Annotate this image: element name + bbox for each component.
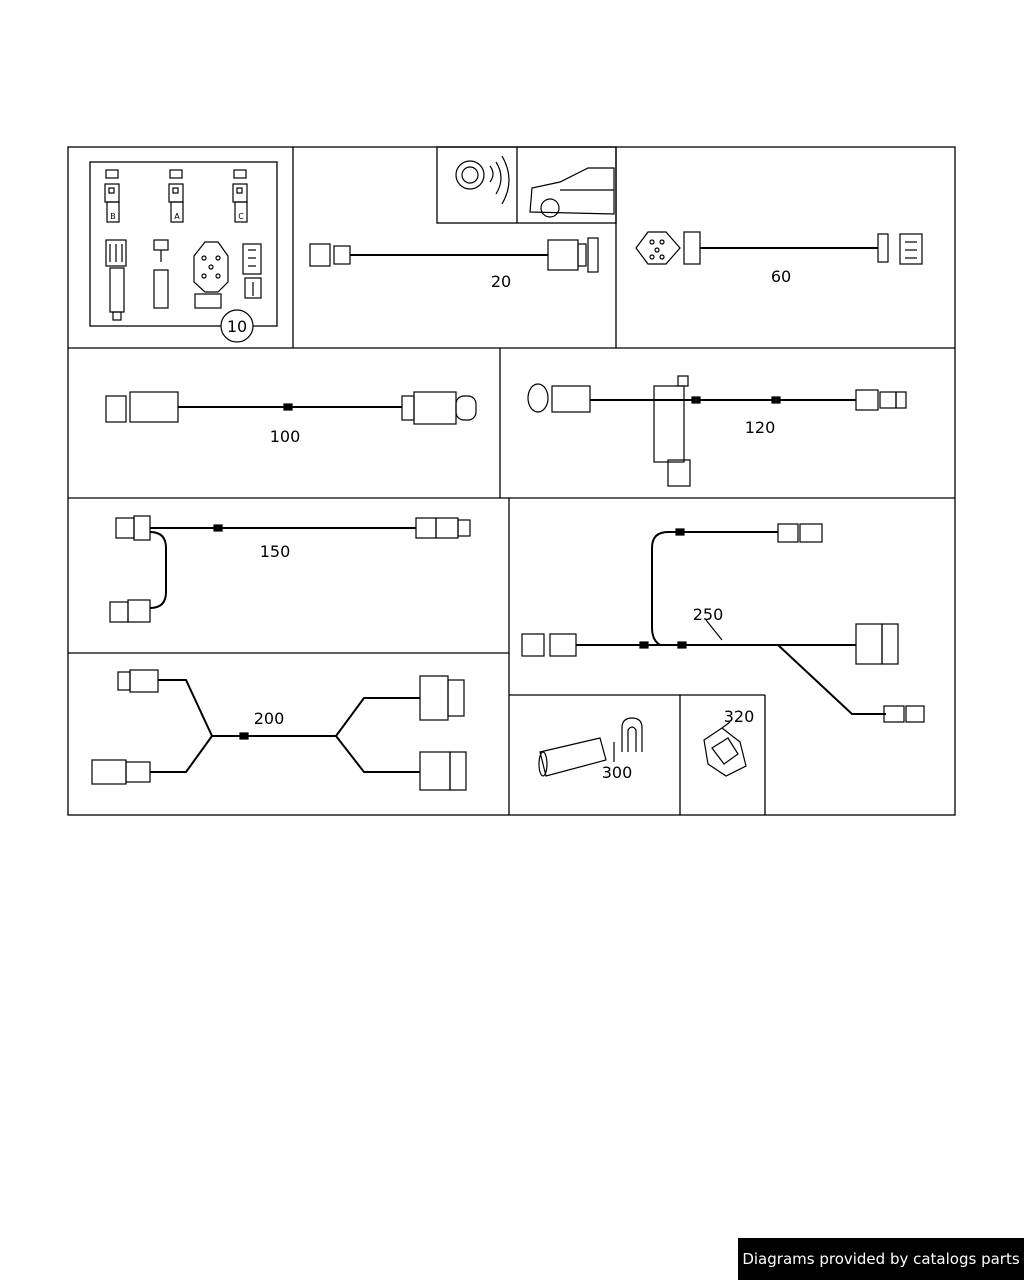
panel-100-harness	[105, 391, 477, 425]
connector-b-letter: B	[110, 212, 116, 221]
panel-10-connector-kit	[104, 169, 262, 343]
callout-120: 120	[745, 418, 776, 437]
callout-250: 250	[693, 605, 724, 624]
callout-150: 150	[260, 542, 291, 561]
panel-60-harness	[635, 231, 923, 265]
panel-300-edge-protector	[538, 717, 643, 777]
connector-b	[104, 169, 120, 223]
callout-100: 100	[270, 427, 301, 446]
panel-250-harness	[521, 523, 925, 723]
panel-20-harness	[309, 155, 615, 273]
car-icon	[529, 167, 615, 215]
connector-c	[232, 169, 248, 223]
panel-120-harness	[527, 375, 907, 487]
callout-320: 320	[724, 707, 755, 726]
callout-10: 10	[227, 317, 247, 336]
callout-200: 200	[254, 709, 285, 728]
callout-300: 300	[602, 763, 633, 782]
panel-150-harness	[109, 515, 471, 623]
sensor-icon	[455, 160, 485, 190]
connector-c-letter: C	[238, 212, 244, 221]
panel-320-clip	[703, 721, 747, 777]
connector-a-letter: A	[174, 212, 180, 221]
footer-credit: Diagrams provided by catalogs parts	[738, 1238, 1024, 1280]
callout-20: 20	[491, 272, 511, 291]
connector-a	[168, 169, 184, 223]
callout-60: 60	[771, 267, 791, 286]
panel-200-harness	[91, 669, 467, 791]
